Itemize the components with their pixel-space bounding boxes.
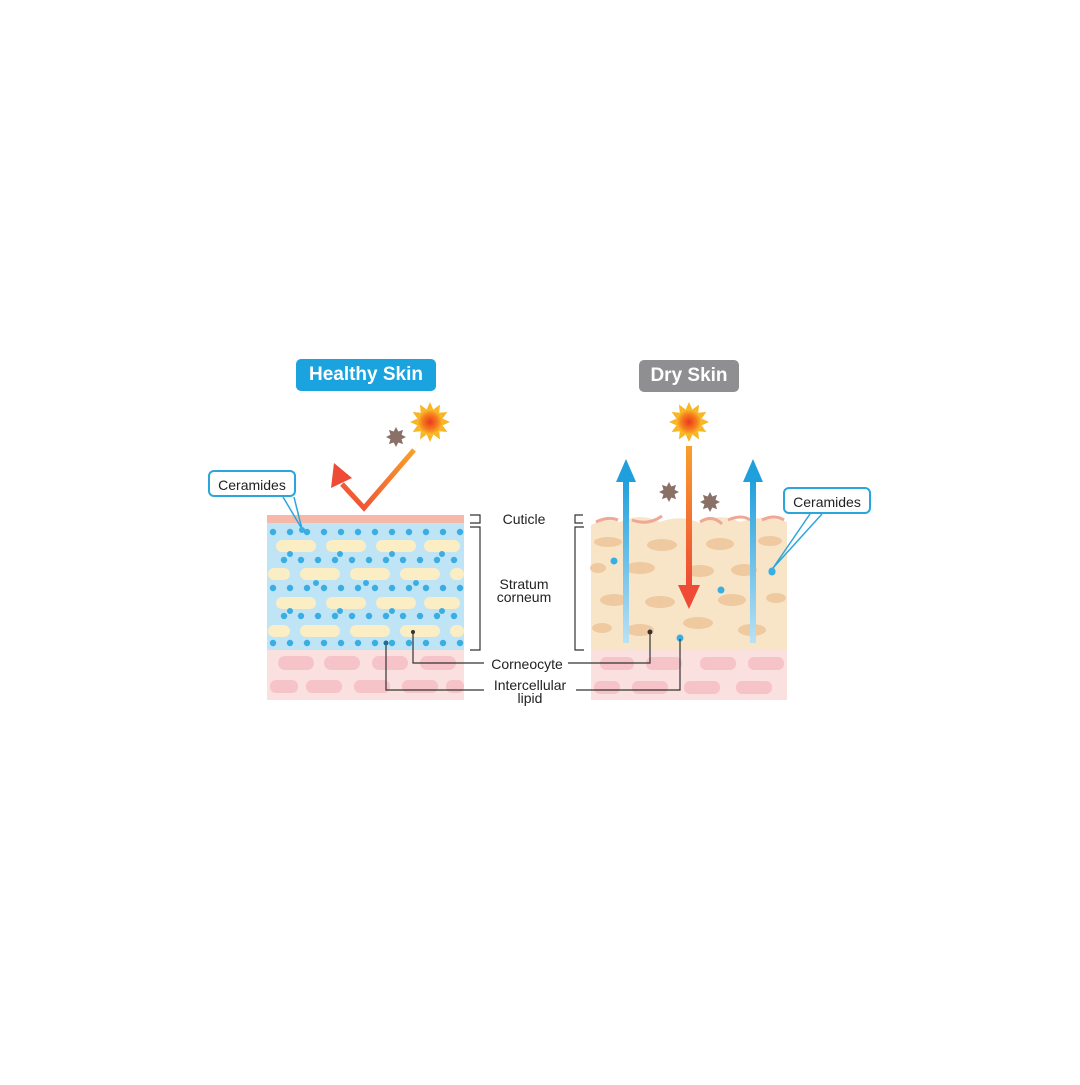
stratum-label-line2: corneum bbox=[496, 589, 552, 605]
healthy-skin-block bbox=[267, 515, 464, 700]
water-loss-arrow-left bbox=[616, 459, 636, 643]
sun-icon-right bbox=[669, 402, 709, 442]
dry-dermis-cells bbox=[594, 657, 784, 694]
uv-penetrating-arrow bbox=[678, 446, 700, 609]
healthy-cuticle bbox=[267, 515, 464, 523]
ceramides-callout-right: Ceramides bbox=[783, 487, 871, 514]
lipid-point-left bbox=[383, 640, 389, 646]
healthy-corneocytes bbox=[268, 540, 464, 637]
dry-cuticle-flakes bbox=[595, 514, 785, 526]
sun-icon-left bbox=[410, 402, 450, 442]
dust-particle-icon-right-2 bbox=[700, 492, 720, 512]
healthy-lipid-dots bbox=[269, 528, 464, 647]
corneocyte-point-left bbox=[411, 630, 415, 634]
cuticle-label: Cuticle bbox=[502, 511, 546, 527]
ceramide-point-left bbox=[299, 527, 305, 533]
lipid-label-line2: lipid bbox=[517, 690, 543, 706]
lipid-label-line1: Intercellular bbox=[493, 677, 567, 693]
dust-particle-icon-left bbox=[386, 427, 406, 447]
corneocyte-label: Corneocyte bbox=[491, 656, 563, 672]
ceramide-point-right bbox=[768, 567, 776, 575]
dry-skin-title: Dry Skin bbox=[639, 360, 739, 392]
water-loss-arrow-right bbox=[743, 459, 763, 643]
uv-reflected-arrow bbox=[331, 448, 416, 512]
label-brackets bbox=[385, 514, 681, 691]
dry-skin-block bbox=[590, 514, 787, 700]
callout-leaders bbox=[282, 496, 823, 569]
stratum-label-line1: Stratum bbox=[499, 576, 549, 592]
ceramides-callout-left: Ceramides bbox=[208, 470, 296, 497]
healthy-skin-title: Healthy Skin bbox=[296, 359, 436, 391]
dust-particle-icon-right-1 bbox=[659, 482, 679, 502]
